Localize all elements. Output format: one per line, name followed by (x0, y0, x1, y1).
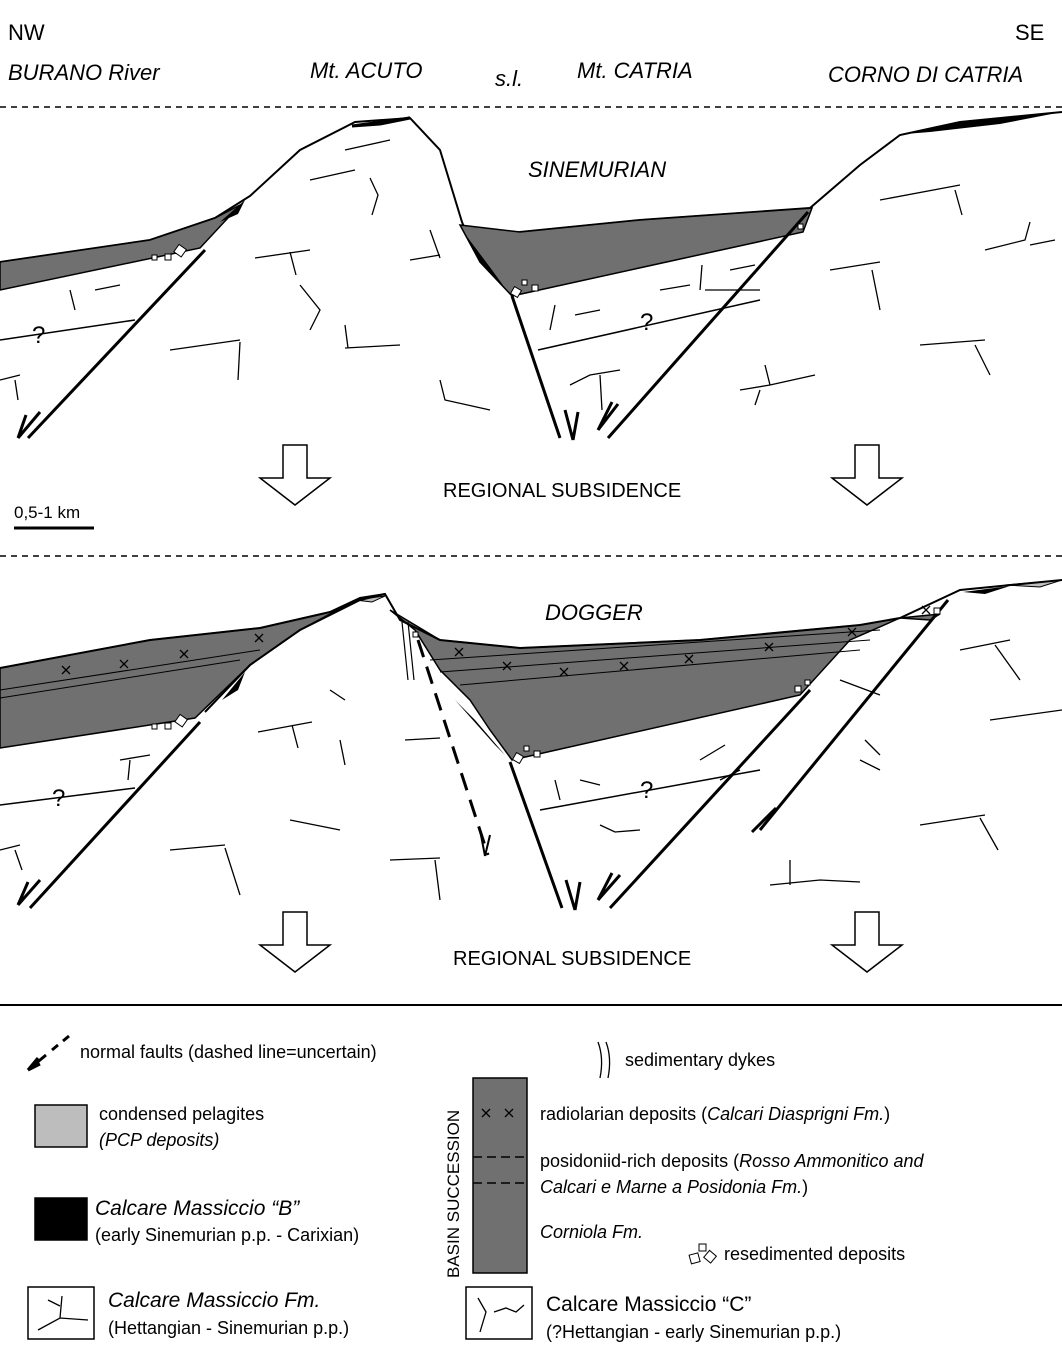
cm-crack-icon (37, 1295, 89, 1331)
cmb-sliver-1 (220, 200, 245, 222)
sedimentary-dykes-dogger (401, 621, 415, 681)
fault-arrow-dogger-1 (16, 879, 42, 906)
subsidence-arrow-top-left (257, 444, 333, 506)
subsidence-arrow-bottom-left (257, 911, 333, 973)
legend-radiolarian-b: Calcari Diasprigni Fm. (707, 1104, 884, 1124)
basin-fill-center-dogger (389, 609, 941, 761)
sl-label: s.l. (495, 66, 523, 91)
cmc-boundary-left (0, 319, 136, 341)
corno-di-catria-label: CORNO DI CATRIA (828, 62, 1023, 87)
pcp-swatch (34, 1104, 88, 1148)
topography-line-dogger (0, 579, 1062, 669)
cmb-swatch (34, 1197, 88, 1241)
cmc-boundary-left-dogger (0, 787, 136, 806)
legend: normal faults (dashed line=uncertain) se… (26, 1034, 925, 1342)
dogger-title: DOGGER (545, 600, 643, 625)
regional-subsidence-bottom: REGIONAL SUBSIDENCE (453, 948, 691, 970)
fault-dogger-3 (608, 688, 812, 910)
legend-posidoniid-2b: ) (802, 1177, 808, 1197)
dykes-icon (597, 1041, 611, 1079)
sinemurian-panel: ? ? (0, 111, 1062, 530)
legend-resedimented-label: resedimented deposits (724, 1244, 905, 1264)
cmc-boundary-center-dogger (539, 769, 761, 811)
question-mark-2: ? (640, 309, 653, 336)
fault-dogger-1 (28, 720, 202, 910)
dogger-panel: ? ? (0, 579, 1062, 973)
fault-3 (606, 211, 810, 439)
legend-cmc-2: (?Hettangian - early Sinemurian p.p.) (546, 1322, 841, 1342)
fault-arrow-1 (16, 411, 42, 439)
mt-acuto-label: Mt. ACUTO (310, 58, 422, 83)
legend-fault-arrowhead (26, 1057, 41, 1072)
cmb-sliver-dogger-1 (222, 672, 245, 700)
legend-cmb-2: (early Sinemurian p.p. - Carixian) (95, 1225, 359, 1245)
question-mark-4: ? (640, 777, 653, 804)
se-label: SE (1015, 20, 1044, 45)
legend-dykes-label: sedimentary dykes (625, 1050, 775, 1070)
fault-arrow-dogger-4 (750, 806, 778, 834)
uncertain-fault-dogger (416, 639, 490, 856)
legend-posidoniid-1: posidoniid-rich deposits (Rosso Ammoniti… (540, 1151, 925, 1171)
legend-radiolarian-label: radiolarian deposits (Calcari Diasprigni… (540, 1104, 890, 1124)
legend-fault-dashes (51, 1034, 70, 1052)
posidoniid-dash-icon (473, 1156, 527, 1184)
fault-dogger-4 (758, 599, 950, 831)
cmb-sliver-3 (462, 230, 505, 288)
regional-subsidence-top: REGIONAL SUBSIDENCE (443, 480, 681, 502)
fault-1 (26, 248, 207, 440)
resedimented-blocks-dogger (151, 607, 941, 765)
basin-succession-label: BASIN SUCCESSION (444, 1110, 463, 1278)
sinemurian-title: SINEMURIAN (528, 157, 666, 182)
legend-faults-label: normal faults (dashed line=uncertain) (80, 1042, 377, 1062)
acuto-slope-dogger (204, 593, 386, 713)
legend-cmc-1: Calcare Massiccio “C” (546, 1293, 751, 1316)
question-mark-3: ? (52, 785, 65, 812)
rock-crack-symbols-top (0, 139, 1056, 411)
basin-fill-left (0, 204, 241, 291)
subsidence-arrow-top-right (829, 444, 905, 506)
legend-corniola-label: Corniola Fm. (540, 1222, 643, 1242)
cmc-boundary-center (537, 299, 761, 351)
cmb-sliver-dogger-2 (455, 700, 505, 755)
legend-radiolarian-c: ) (884, 1104, 890, 1124)
posidoniid-dashes (0, 629, 881, 699)
resedimented-blocks-top (151, 223, 804, 299)
fault-arrow-dogger-5 (479, 829, 491, 857)
legend-cmb-1: Calcare Massiccio “B” (95, 1197, 300, 1220)
cmc-crack-icon (477, 1297, 525, 1333)
legend-cm-2: (Hettangian - Sinemurian p.p.) (108, 1318, 349, 1338)
legend-posidoniid-1a: posidoniid-rich deposits ( (540, 1151, 739, 1171)
scale-label: 0,5-1 km (14, 503, 80, 522)
fault-dogger-2 (508, 761, 564, 909)
resedimented-icon (688, 1243, 718, 1265)
cmc-swatch (465, 1286, 533, 1340)
legend-posidoniid-2: Calcari e Marne a Posidonia Fm.) (540, 1177, 808, 1197)
burano-river-label: BURANO River (8, 60, 161, 85)
fault-arrow-dogger-2 (564, 879, 582, 911)
legend-radiolarian-a: radiolarian deposits ( (540, 1104, 707, 1124)
legend-cm-1: Calcare Massiccio Fm. (108, 1289, 320, 1312)
cmb-sliver-dogger-3 (963, 586, 1010, 594)
basin-succession-swatch (472, 1077, 528, 1274)
nw-label: NW (8, 20, 45, 45)
radiolarian-crosses (61, 605, 931, 677)
subsidence-arrow-bottom-right (829, 911, 905, 973)
question-mark-1: ? (32, 322, 45, 349)
fault-arrow-dogger-3 (596, 872, 622, 901)
fault-arrow-3 (596, 401, 620, 431)
radiolarian-cross-icon (481, 1108, 514, 1118)
legend-pelagites-1: condensed pelagites (99, 1104, 264, 1124)
cmb-sliver-2 (351, 116, 411, 128)
legend-posidoniid-1b: Rosso Ammonitico and (739, 1151, 924, 1171)
cmb-sliver-4 (905, 112, 1062, 134)
rock-crack-symbols-dogger (0, 639, 1062, 901)
fault-arrow-2 (563, 409, 580, 441)
mt-catria-label: Mt. CATRIA (577, 58, 693, 83)
basin-fill-center (458, 207, 814, 297)
fault-2 (510, 295, 562, 439)
legend-pelagites-2: (PCP deposits) (99, 1130, 219, 1150)
legend-posidoniid-2a: Calcari e Marne a Posidonia Fm. (540, 1177, 802, 1197)
